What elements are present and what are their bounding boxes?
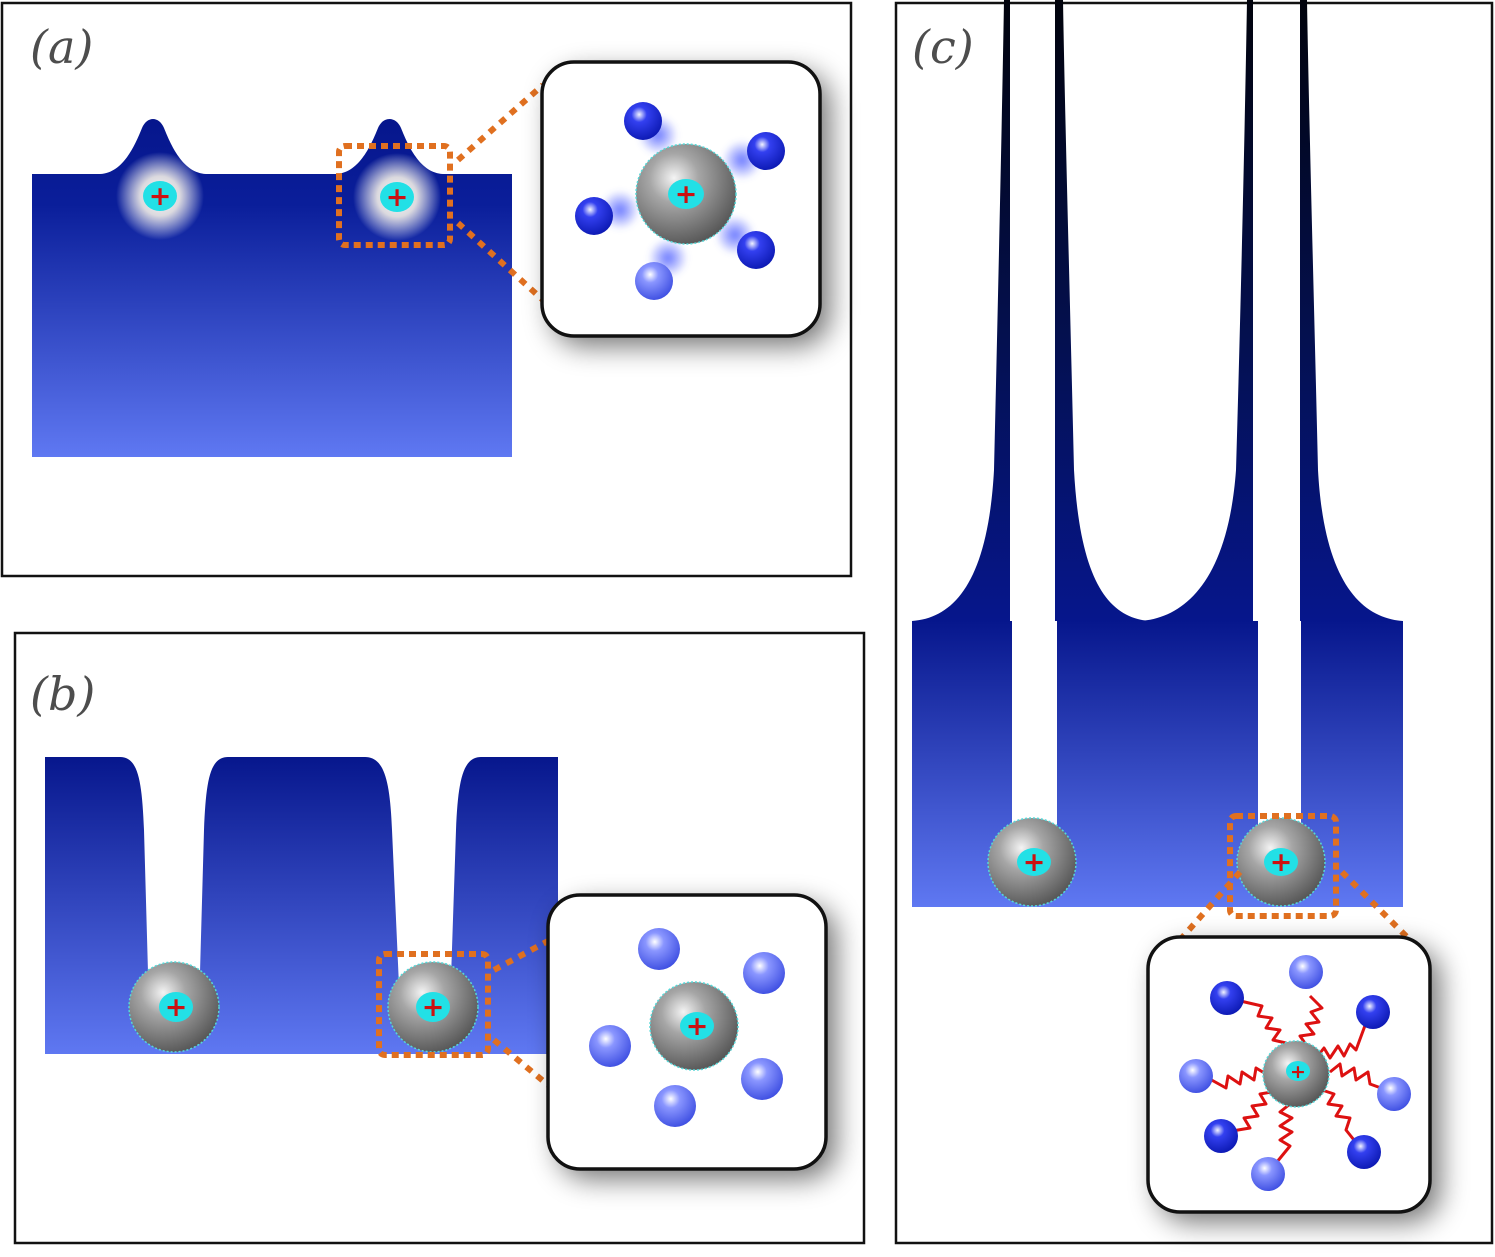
inset-b-contents: + xyxy=(589,928,785,1127)
inset-c-contents: + xyxy=(1179,955,1411,1191)
inset-a-contents: + xyxy=(575,102,785,300)
charge-plus: + xyxy=(149,181,172,212)
spring-bond xyxy=(1225,1090,1273,1134)
zoom-region-outline xyxy=(376,951,491,1058)
zoom-region-outline xyxy=(1227,813,1339,919)
cation-core xyxy=(1017,848,1051,876)
zoom-connector xyxy=(1177,870,1243,942)
cation-core xyxy=(159,992,193,1022)
solvent-atom xyxy=(741,1058,783,1100)
charge-plus: + xyxy=(1023,847,1046,878)
zoom-connector xyxy=(455,220,546,303)
solvent-atom xyxy=(635,262,673,300)
spring-bond xyxy=(1314,1011,1372,1060)
charge-plus: + xyxy=(422,992,445,1023)
solvent-atom xyxy=(575,197,613,235)
solvent-atom xyxy=(1251,1157,1285,1191)
panel-c-label: (c) xyxy=(912,20,974,74)
zoom-connector xyxy=(1339,869,1413,943)
solvent-atom xyxy=(1347,1135,1381,1169)
panel-a-label: (a) xyxy=(30,20,93,74)
zoom-connector xyxy=(456,82,545,163)
zoom-connector xyxy=(492,938,550,973)
charge-plus: + xyxy=(1270,847,1293,878)
panel-b: (b) + + + xyxy=(13,631,866,1245)
spring-bond xyxy=(1270,1102,1294,1169)
solvent-atom xyxy=(1289,955,1323,989)
panel-c: (c) + + + xyxy=(894,0,1494,1245)
solvent-atom xyxy=(1179,1059,1213,1093)
panel-c-liquid-with-channels xyxy=(912,621,1403,907)
cation-core xyxy=(143,181,177,211)
cation-core xyxy=(668,179,704,209)
solvent-atom xyxy=(589,1025,631,1067)
spring-bond xyxy=(1207,1066,1267,1090)
spring-bond xyxy=(1321,1088,1364,1151)
cation-core xyxy=(680,1012,714,1040)
charge-plus: + xyxy=(386,182,409,213)
solvent-atom xyxy=(743,952,785,994)
spring-bond xyxy=(1329,1062,1393,1094)
solvent-atom xyxy=(1356,995,1390,1029)
zoom-connector xyxy=(492,1037,550,1088)
solvent-atom xyxy=(737,231,775,269)
charge-plus: + xyxy=(165,992,188,1023)
cation-core xyxy=(1286,1061,1310,1081)
solvent-atom xyxy=(638,928,680,970)
solvent-atom xyxy=(747,132,785,170)
cation-core xyxy=(380,182,414,212)
charge-plus: + xyxy=(1290,1061,1306,1083)
panel-a: (a) + + + xyxy=(0,1,853,578)
charge-plus: + xyxy=(686,1011,709,1042)
cation-core xyxy=(1264,848,1298,876)
zoom-region-outline xyxy=(336,143,453,248)
cation-core xyxy=(416,992,450,1022)
panel-b-liquid-with-cavities xyxy=(45,757,558,1054)
spring-bond xyxy=(1235,998,1288,1053)
solvent-atom xyxy=(1204,1119,1238,1153)
solvent-atom xyxy=(654,1085,696,1127)
panel-b-label: (b) xyxy=(30,667,95,721)
solvent-atom xyxy=(624,102,662,140)
charge-plus: + xyxy=(675,179,698,210)
solvent-atom xyxy=(1377,1077,1411,1111)
solvent-atom xyxy=(1210,981,1244,1015)
